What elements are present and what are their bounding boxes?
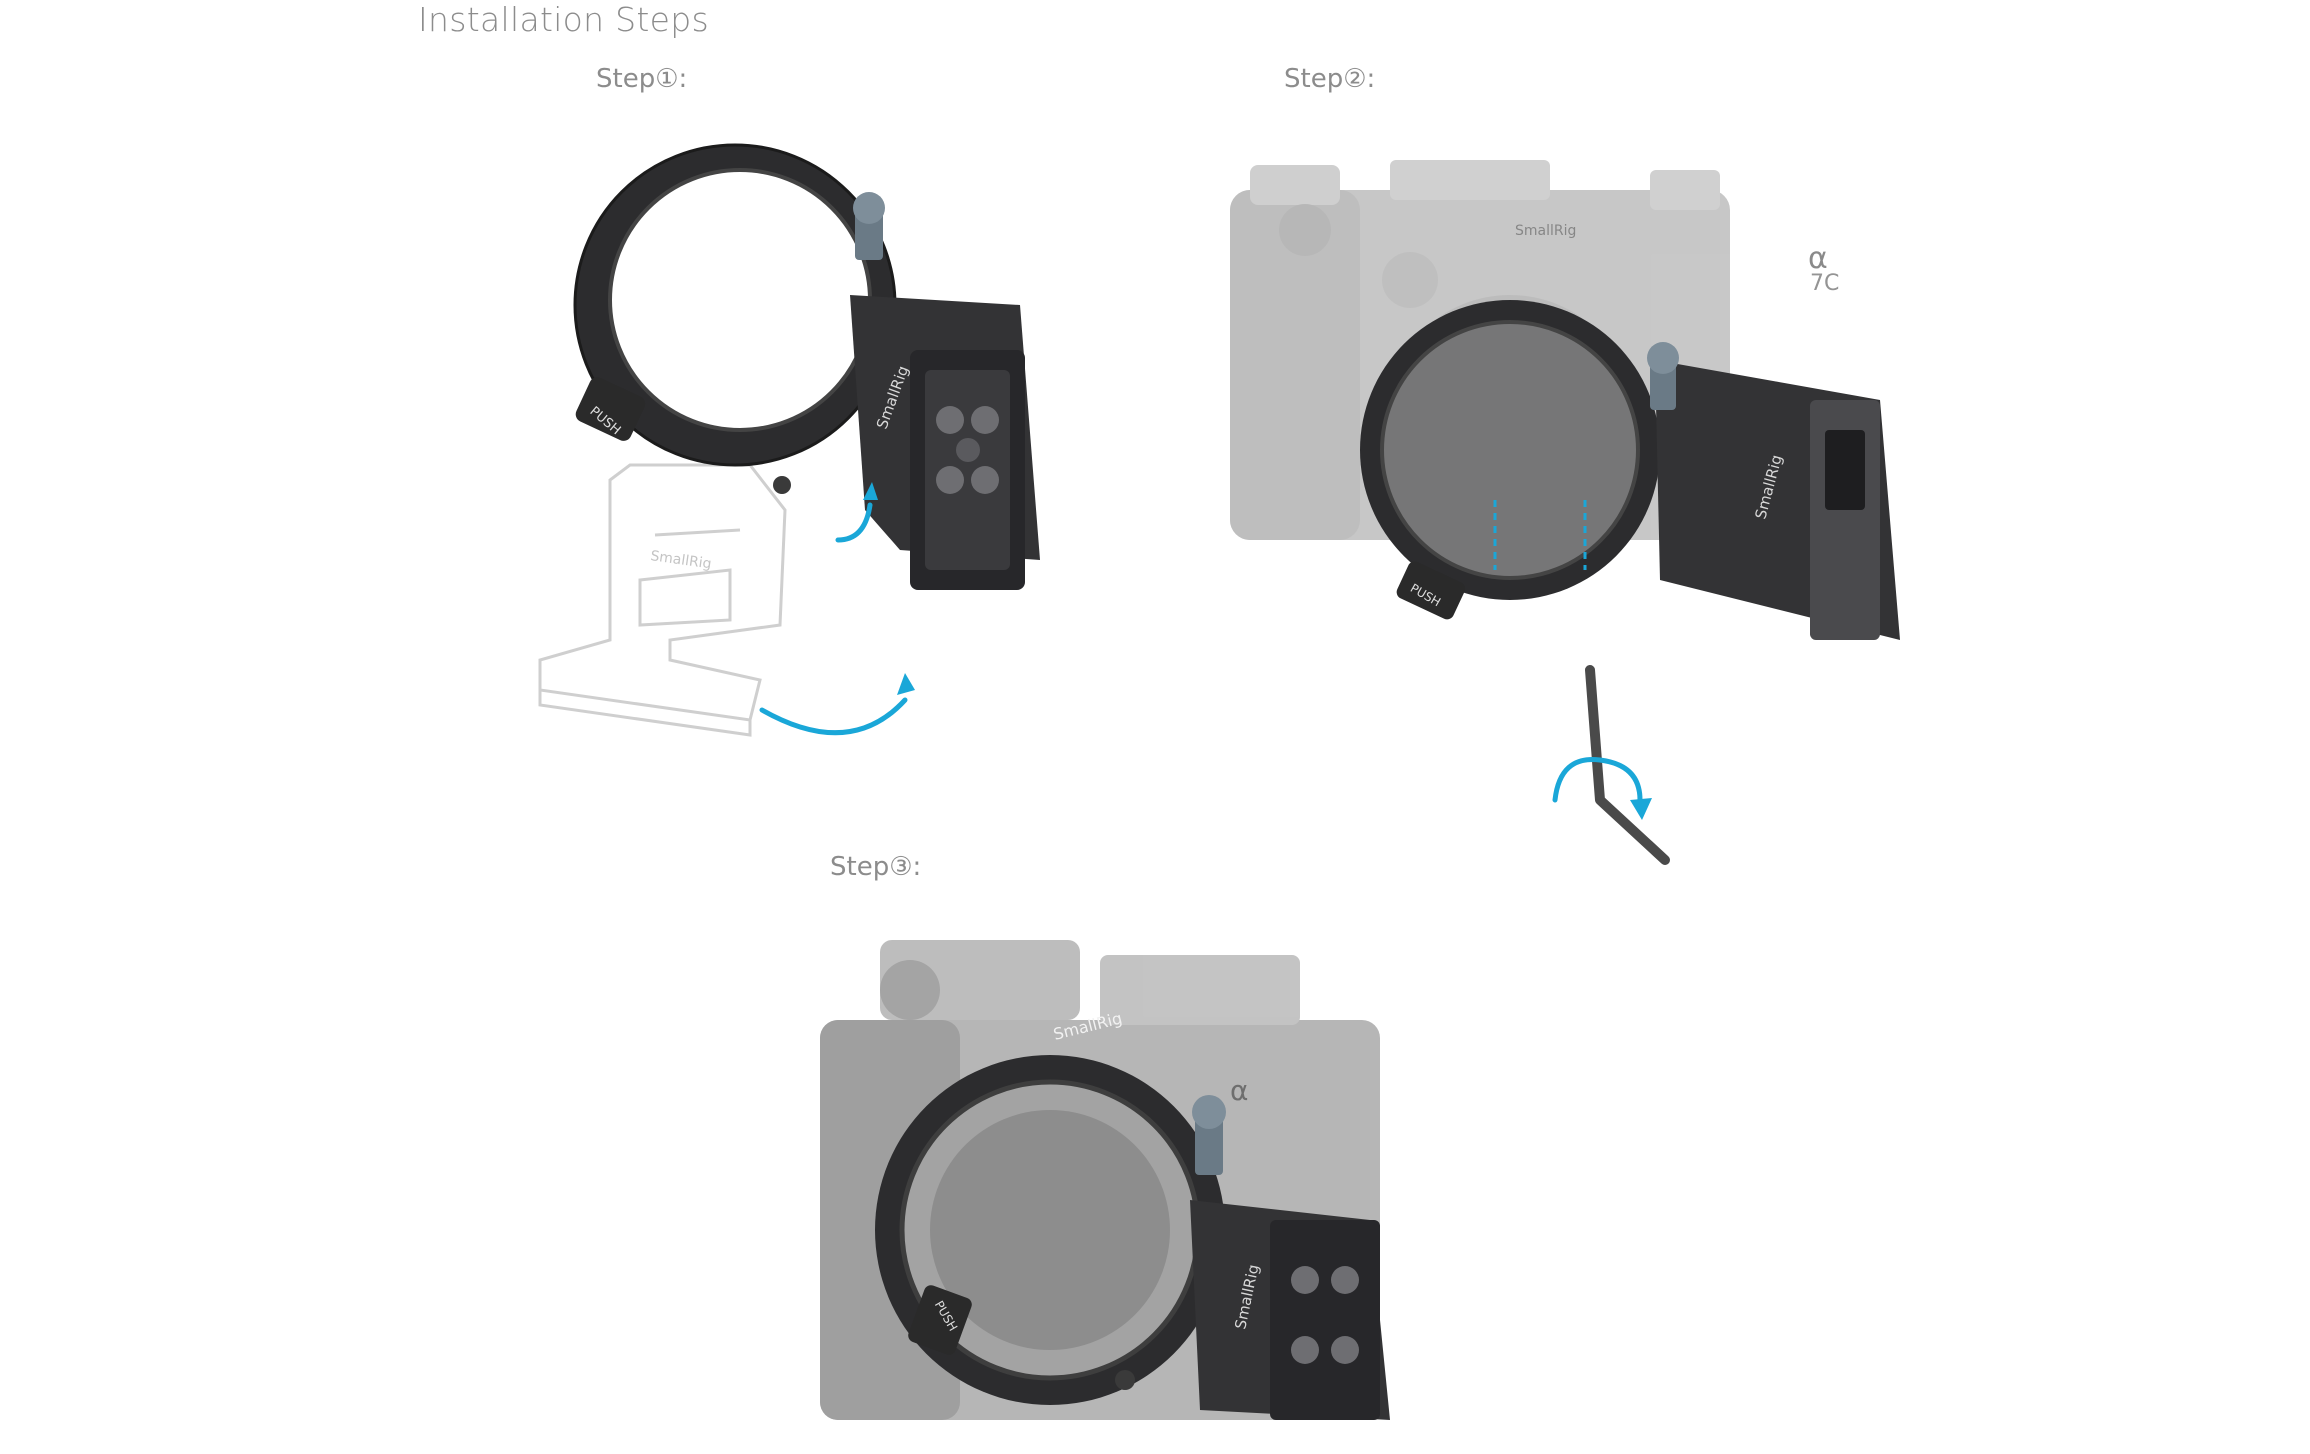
screw-icon <box>1115 1370 1135 1390</box>
screw-icon <box>773 476 791 494</box>
camera-model-text: 7C <box>1810 271 1839 296</box>
step-1-label: Step①: <box>596 64 688 94</box>
page-title: Installation Steps <box>418 0 709 39</box>
thumb-screw <box>853 192 885 260</box>
mount-ring <box>1360 300 1660 600</box>
camera-alpha-text: α <box>1808 241 1828 276</box>
step-3-illustration: SmallRig α PUSH SmallRig <box>820 940 1390 1420</box>
thumb-screw <box>1192 1095 1226 1175</box>
step-2-illustration: 7C α SmallRig PUSH SmallRig <box>1230 160 1900 865</box>
push-button: PUSH <box>908 1285 972 1355</box>
ghost-brand-text: SmallRig <box>649 548 712 572</box>
rotate-arrow-icon <box>759 502 908 736</box>
arrow-head-icon <box>897 673 915 695</box>
step-3-label: Step③: <box>830 852 922 882</box>
thumb-screw <box>1647 342 1679 410</box>
alignment-guide <box>1493 500 1587 570</box>
rotate-arrow-icon <box>1552 757 1652 820</box>
plate-clamp: SmallRig <box>850 295 1040 590</box>
arrow-head-icon <box>863 482 878 500</box>
cage-brand-text: SmallRig <box>1515 223 1576 239</box>
mount-ring <box>875 1055 1225 1405</box>
step-1-illustration: SmallRig PUSH SmallRig <box>538 143 1040 737</box>
hex-key-icon <box>1585 665 1670 865</box>
camera-alpha-text: α <box>1230 1074 1248 1107</box>
plate-clamp: SmallRig <box>1190 1200 1390 1420</box>
step-2-label: Step②: <box>1284 64 1376 94</box>
ghost-bracket-outline <box>538 463 787 737</box>
plate-clamp: SmallRig <box>1655 360 1900 640</box>
